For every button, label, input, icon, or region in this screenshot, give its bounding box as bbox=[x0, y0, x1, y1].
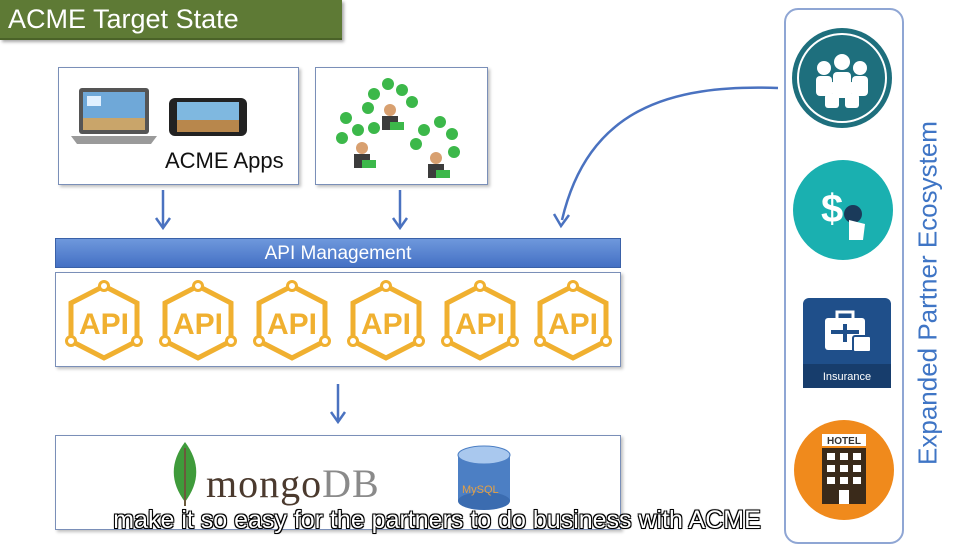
api-management-bar: API Management bbox=[55, 238, 621, 268]
api-hexagon-label: API bbox=[455, 308, 505, 341]
group-icon bbox=[792, 28, 892, 128]
svg-text:$: $ bbox=[821, 187, 843, 231]
insurance-label: Insurance bbox=[823, 371, 871, 383]
insurance-icon: Insurance bbox=[803, 298, 891, 388]
mongodb-leaf-icon bbox=[173, 442, 197, 506]
api-hexagon: API bbox=[253, 280, 331, 361]
api-hexagon: API bbox=[159, 280, 237, 361]
laptop-icon bbox=[71, 88, 157, 144]
mysql-label: MySQL bbox=[462, 484, 499, 496]
video-caption: make it so easy for the partners to do b… bbox=[113, 506, 761, 534]
hotel-icon: HOTEL bbox=[794, 420, 894, 520]
api-hexagon-label: API bbox=[173, 308, 223, 341]
page-title: ACME Target State bbox=[0, 0, 342, 40]
arrow-ecosystem-to-api bbox=[552, 86, 779, 229]
api-hexagon-label: API bbox=[267, 308, 317, 341]
api-hexagon: API bbox=[347, 280, 425, 361]
partner-network-panel bbox=[315, 67, 488, 185]
acme-apps-panel: ACME Apps bbox=[58, 67, 299, 185]
ecosystem-label: Expanded Partner Ecosystem bbox=[912, 121, 943, 465]
api-panel bbox=[55, 272, 621, 367]
api-hexagon: API bbox=[65, 280, 143, 361]
api-hexagon: API bbox=[441, 280, 519, 361]
phone-icon bbox=[169, 98, 247, 136]
dollar-touch-icon: $ bbox=[793, 160, 893, 260]
database-panel bbox=[55, 435, 621, 530]
hotel-label: HOTEL bbox=[827, 436, 861, 447]
mysql-database-icon: MySQL bbox=[457, 445, 511, 510]
arrow-partners-to-api bbox=[391, 190, 409, 231]
api-hexagon: API bbox=[534, 280, 612, 361]
mongodb-logo-text: mongoDB bbox=[206, 460, 380, 507]
mongodb-part2: DB bbox=[322, 461, 380, 506]
mongodb-part1: mongo bbox=[206, 461, 323, 506]
api-hexagon-label: API bbox=[548, 308, 598, 341]
api-hexagon-label: API bbox=[79, 308, 129, 341]
api-hexagon-label: API bbox=[361, 308, 411, 341]
acme-apps-label: ACME Apps bbox=[165, 148, 284, 173]
arrow-api-to-db bbox=[329, 384, 347, 425]
partner-network-icon bbox=[336, 78, 460, 178]
arrow-apps-to-api bbox=[154, 190, 172, 231]
